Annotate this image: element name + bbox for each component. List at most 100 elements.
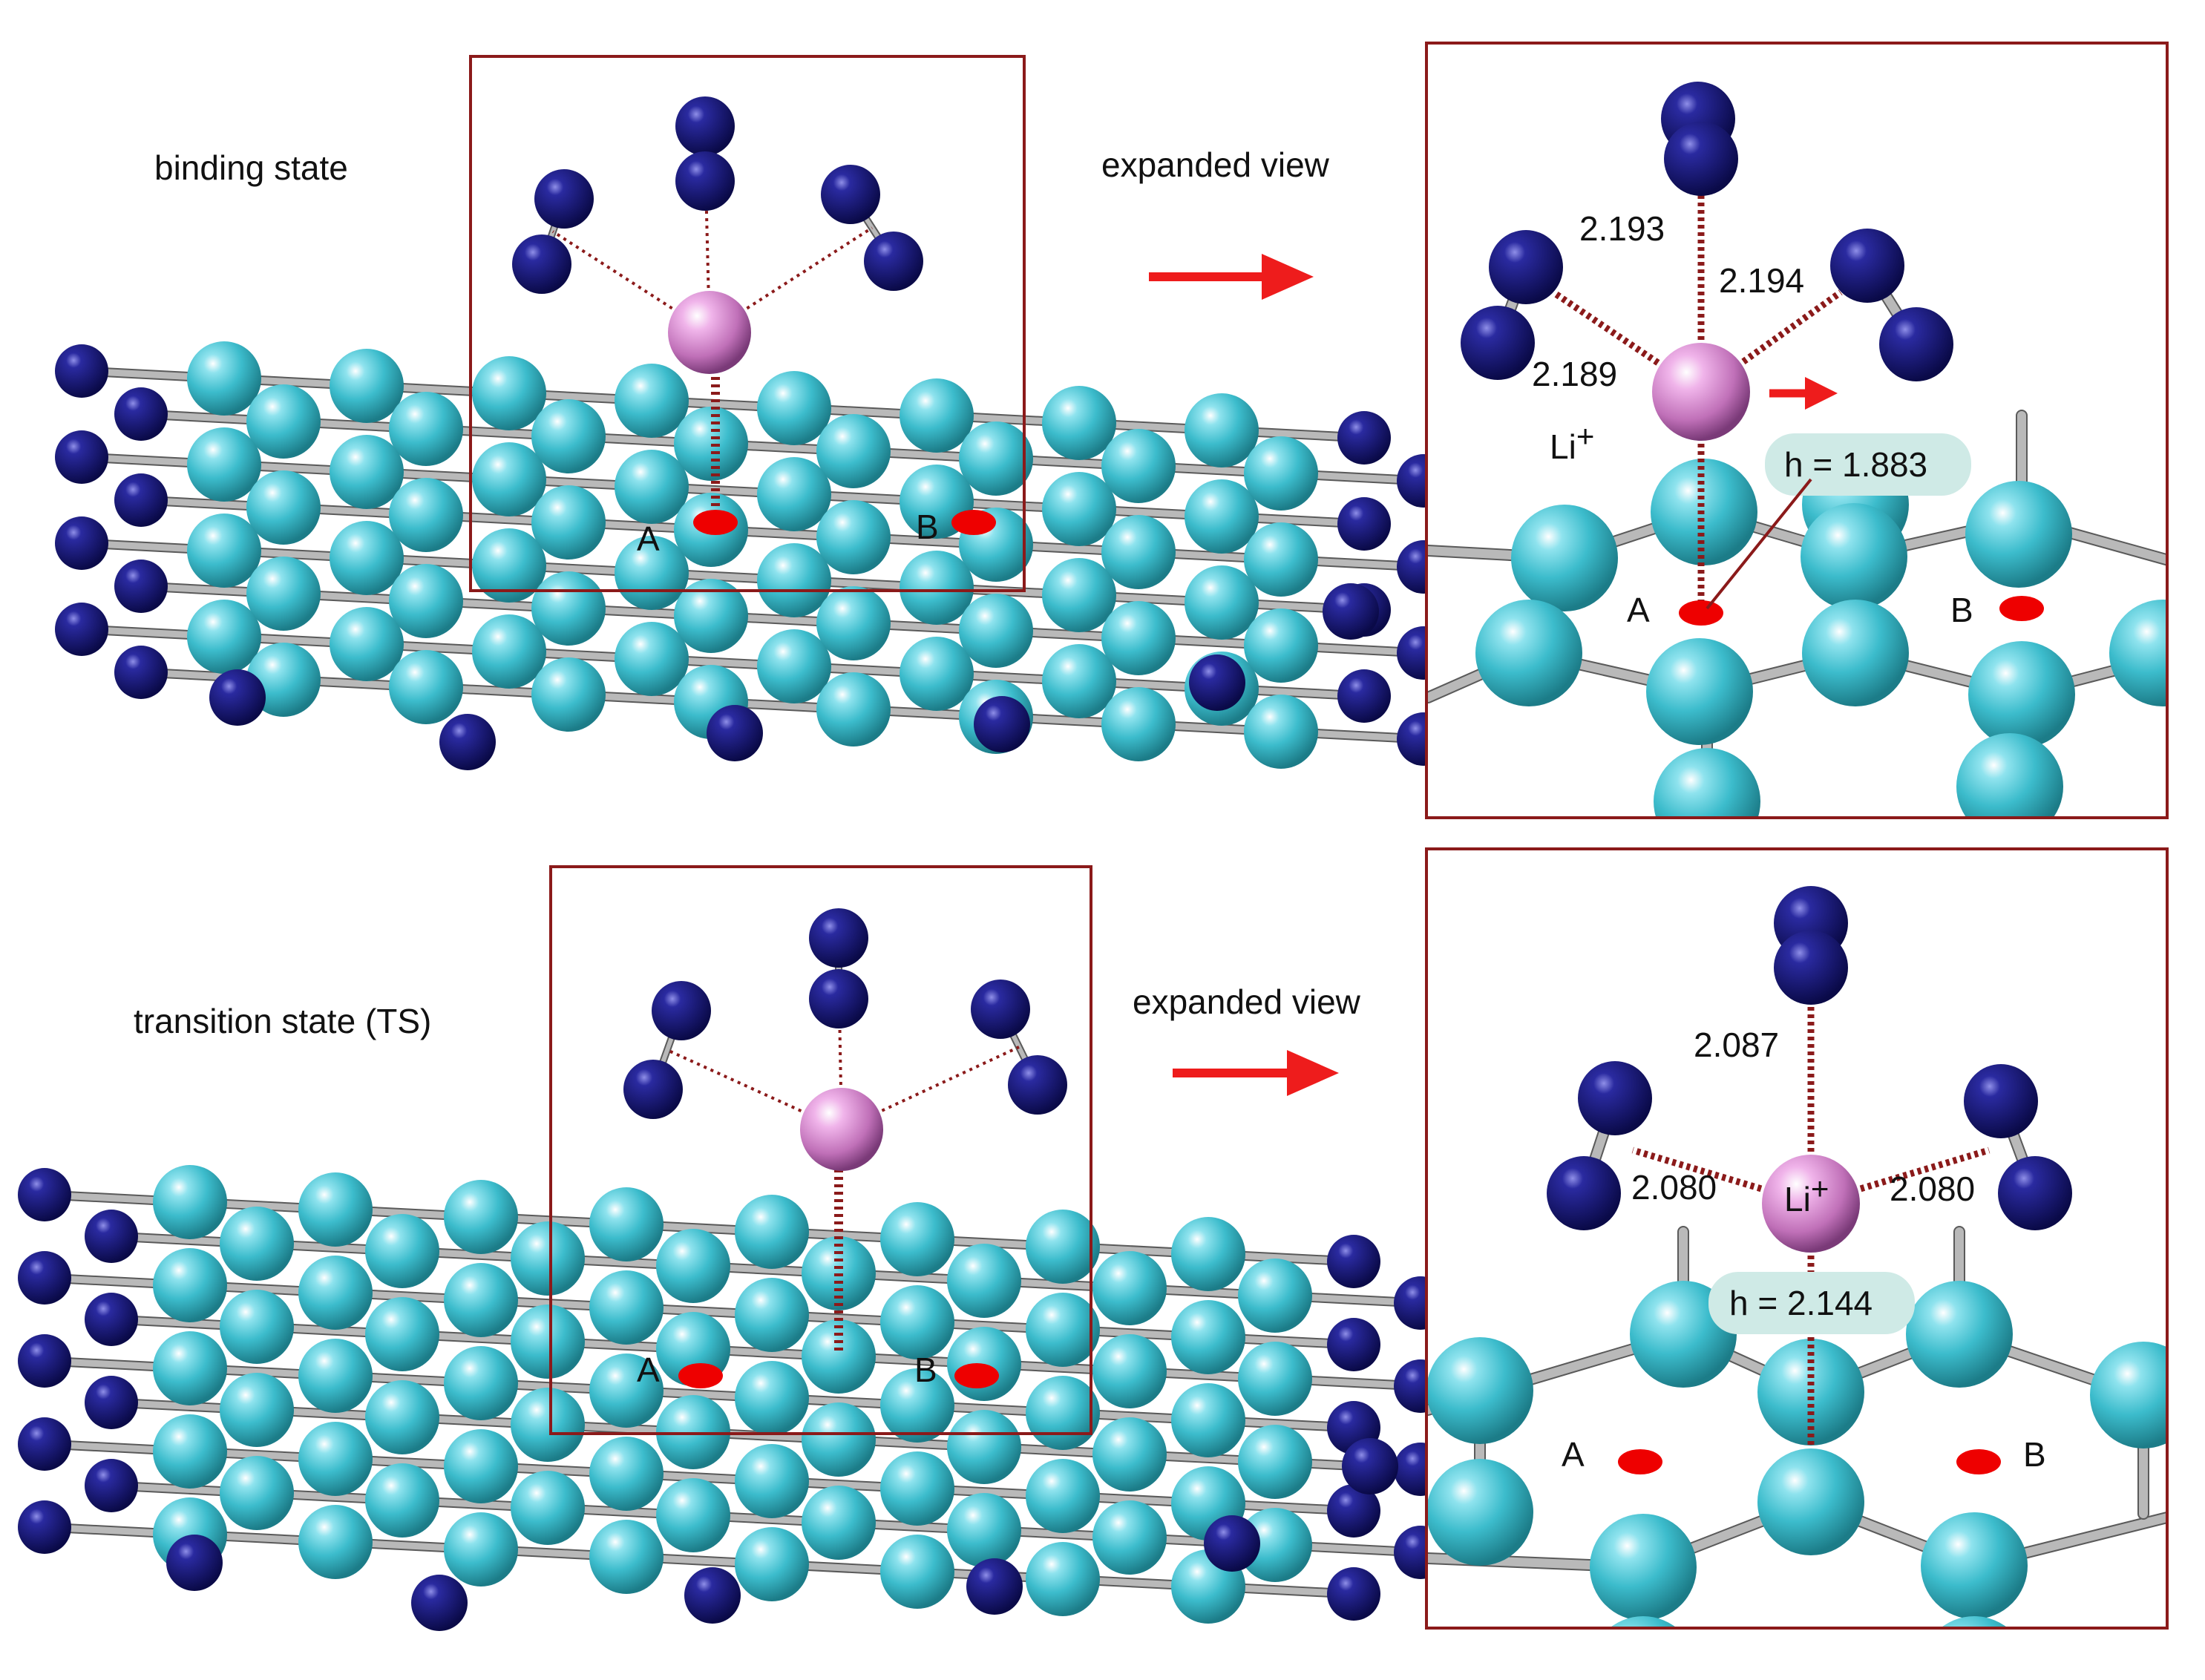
nitrogen-atom [623,1060,683,1119]
nitrogen-atom [1337,669,1391,723]
carbon-atom [472,614,546,689]
carbon-atom [816,586,891,660]
site-b-marker [951,510,996,535]
nitrogen-atom [114,560,168,613]
carbon-atom [1238,1259,1312,1333]
carbon-atom [472,356,546,430]
carbon-atom [735,1527,809,1601]
carbon-atom [816,672,891,747]
nitrogen-atom [809,908,868,968]
carbon-atom [1511,505,1618,611]
nitrogen-atom [1189,654,1245,711]
site-b-label-ts: B [914,1351,937,1389]
nitrogen-atom [114,387,168,441]
carbon-atom [187,341,261,416]
nitrogen-atom [1489,230,1563,304]
height-badge-ts [1708,1272,1915,1334]
carbon-atom [1042,472,1116,546]
carbon-atom [656,1478,730,1552]
carbon-atom [589,1520,664,1594]
carbon-atom [735,1361,809,1435]
carbon-atom [330,349,404,423]
carbon-atom [389,650,463,724]
nitrogen-atom [1664,122,1738,196]
carbon-atom [1092,1251,1167,1325]
nitrogen-atom [411,1575,468,1631]
site-marker [1956,1449,2001,1474]
carbon-atom [1238,1425,1312,1499]
selection-box-binding [469,55,1026,592]
carbon-atom [365,1214,439,1288]
carbon-atom [1611,1616,1675,1627]
carbon-atom [615,622,689,696]
carbon-atom [1801,503,1907,610]
carbon-atom [947,1244,1021,1318]
nitrogen-atom [1337,411,1391,465]
nitrogen-atom [1327,1235,1380,1288]
nitrogen-atom [18,1251,71,1305]
carbon-atom [1026,1459,1100,1533]
carbon-atom [365,1297,439,1371]
graphene-sheet-binding [55,341,1450,770]
carbon-atom [531,399,606,473]
nitrogen-atom [1327,1318,1380,1371]
transition-state-label: transition state (TS) [134,1002,431,1040]
li-ion-label-ts: Li+ [1784,1171,1829,1218]
nitrogen-atom [809,969,868,1028]
carbon-atom [757,629,831,703]
carbon-atom [220,1290,294,1364]
nitrogen-atom [18,1417,71,1471]
carbon-atom [1101,687,1176,761]
nitrogen-atom [974,696,1030,752]
carbon-atom [880,1285,954,1359]
carbon-atom [1428,1459,1533,1566]
carbon-atom [947,1493,1021,1567]
carbon-atom [1968,641,2075,748]
carbon-atom [757,457,831,531]
carbon-atom [1026,1376,1100,1450]
distance-right-binding: 2.194 [1719,261,1804,300]
site-a-marker-ts [678,1363,723,1388]
carbon-atom [656,1229,730,1303]
carbon-atom [187,600,261,674]
carbon-atom [330,607,404,681]
distance-top-binding: 2.193 [1579,209,1665,248]
carbon-atom [389,478,463,552]
carbon-atom [220,1373,294,1447]
carbon-atom [472,528,546,603]
carbon-atom [1101,515,1176,589]
carbon-atom [1185,393,1259,467]
carbon-atom [589,1353,664,1428]
carbon-atom [735,1278,809,1352]
nitrogen-atom [85,1376,138,1429]
nitrogen-atom [1337,497,1391,551]
li-complex-binding [512,96,923,512]
site-a-marker [693,510,738,535]
carbon-atom [959,421,1033,496]
nitrogen-atom [1327,1484,1380,1538]
site-a-label-ts: A [637,1351,660,1389]
carbon-atom [298,1339,373,1413]
carbon-atom [802,1486,876,1560]
carbon-atom [959,594,1033,668]
distance-left-ts: 2.080 [1631,1168,1717,1207]
carbon-atom [365,1463,439,1538]
carbon-atom [511,1471,585,1545]
carbon-atom [1921,1512,2028,1619]
coordination-line [1699,289,1843,395]
carbon-atom [472,442,546,516]
carbon-atom [1757,1448,1864,1555]
carbon-atom [153,1331,227,1405]
carbon-atom [589,1270,664,1345]
carbon-atom [330,521,404,595]
carbon-atom [444,1180,518,1254]
nitrogen-atom [1342,1438,1398,1494]
carbon-atom [880,1535,954,1609]
nitrogen-atom [439,714,496,770]
nitrogen-atom [85,1459,138,1512]
carbon-atom [615,450,689,524]
nitrogen-atom [821,165,880,224]
site-b-label: B [916,508,939,546]
nitrogen-atom [55,603,108,656]
distance-top-ts: 2.087 [1694,1026,1779,1064]
